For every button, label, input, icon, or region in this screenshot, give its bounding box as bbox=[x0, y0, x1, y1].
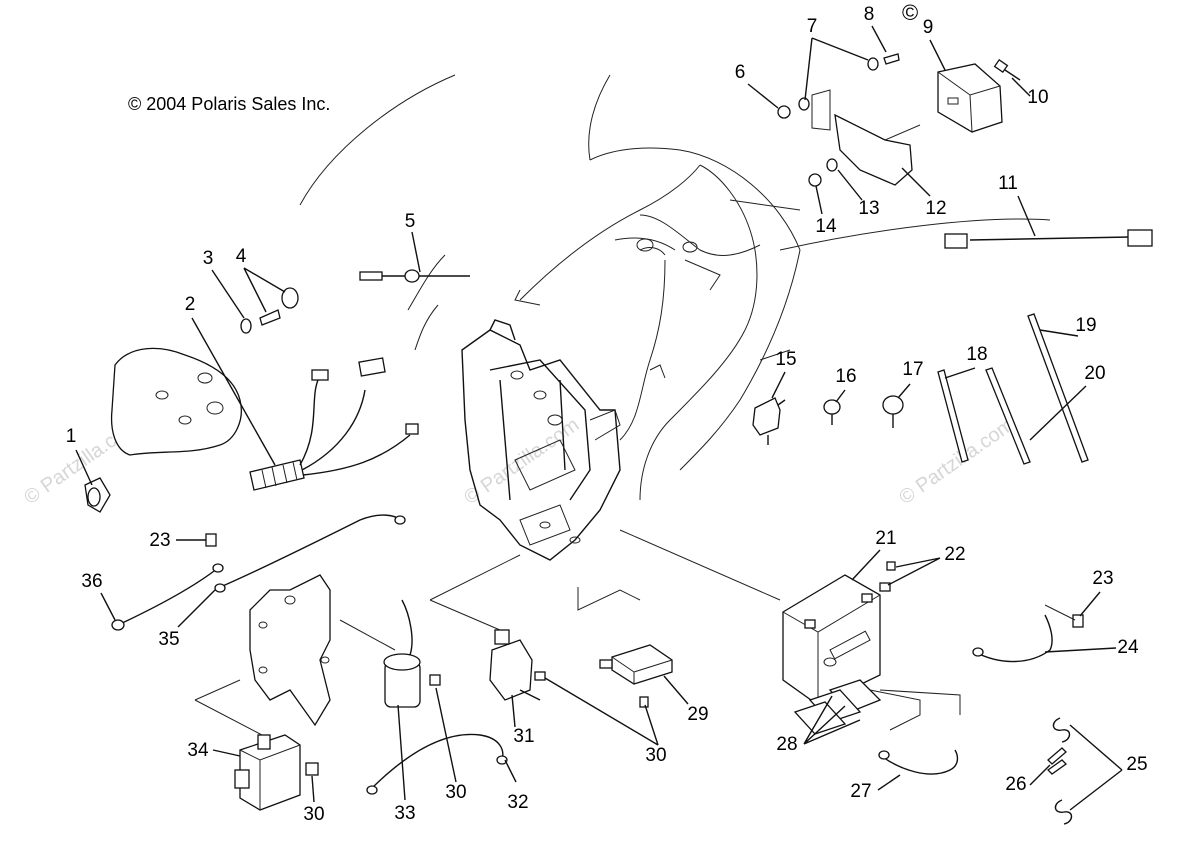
part-16-clamp bbox=[823, 399, 841, 425]
part-2-wire-harness bbox=[249, 357, 419, 491]
part-13-washer bbox=[826, 158, 838, 172]
callout-17: 17 bbox=[902, 359, 923, 380]
callout-16: 16 bbox=[835, 366, 856, 387]
part-31-regulator bbox=[489, 629, 541, 701]
callout-24: 24 bbox=[1117, 637, 1139, 658]
callout-7: 7 bbox=[807, 16, 818, 37]
part-14-nut bbox=[808, 173, 822, 187]
callout-31: 31 bbox=[513, 726, 534, 747]
copyright-text: © 2004 Polaris Sales Inc. bbox=[128, 94, 330, 114]
callout-27: 27 bbox=[850, 781, 871, 802]
part-27-cable bbox=[878, 749, 959, 775]
part-24-cable bbox=[972, 614, 1053, 663]
part-18-tie bbox=[937, 369, 969, 463]
callout-10: 10 bbox=[1027, 87, 1048, 108]
leader-lines bbox=[75, 25, 1123, 811]
part-23-screw-a bbox=[205, 533, 217, 547]
callout-1: 1 bbox=[66, 426, 77, 447]
callout-labels: 1 2 3 4 5 6 7 8 9 10 11 12 13 14 15 16 1… bbox=[66, 4, 1148, 825]
part-34-cdi-box bbox=[234, 734, 301, 811]
part-9-taillight bbox=[937, 63, 1003, 133]
callout-5: 5 bbox=[405, 211, 416, 232]
part-22-bolts bbox=[879, 561, 896, 592]
part-1-bulb-socket bbox=[84, 477, 111, 513]
callout-22: 22 bbox=[944, 544, 965, 565]
part-29-module bbox=[599, 644, 673, 685]
callout-2: 2 bbox=[185, 294, 196, 315]
headlight-housing bbox=[110, 347, 242, 456]
copyright-mark: © bbox=[902, 0, 918, 25]
part-25-clips bbox=[1052, 717, 1073, 825]
callout-28: 28 bbox=[776, 734, 797, 755]
assembly-lines bbox=[194, 529, 1076, 736]
callout-8: 8 bbox=[864, 4, 875, 25]
callout-30b: 30 bbox=[445, 782, 466, 803]
callout-11: 11 bbox=[998, 173, 1018, 194]
callout-9: 9 bbox=[923, 17, 934, 38]
callout-20: 20 bbox=[1084, 363, 1105, 384]
part-30-bolt-a bbox=[534, 671, 546, 681]
part-7-washers bbox=[798, 57, 879, 111]
callout-6: 6 bbox=[735, 62, 746, 83]
part-3-ring bbox=[240, 318, 252, 334]
part-10-screw bbox=[993, 58, 1021, 81]
electrical-bracket bbox=[249, 574, 331, 727]
part-6-nut bbox=[777, 105, 791, 119]
callout-23a: 23 bbox=[149, 530, 170, 551]
callout-32: 32 bbox=[507, 792, 528, 813]
callout-15: 15 bbox=[775, 349, 796, 370]
callout-26: 26 bbox=[1005, 774, 1026, 795]
part-28-pads bbox=[793, 679, 882, 735]
callout-4: 4 bbox=[236, 246, 247, 267]
part-21-battery bbox=[782, 574, 881, 706]
callout-14: 14 bbox=[815, 216, 837, 237]
part-35-wire bbox=[214, 514, 406, 593]
part-8-bolt bbox=[883, 53, 900, 65]
part-32-ground-cable bbox=[366, 733, 508, 795]
callout-30a: 30 bbox=[645, 745, 666, 766]
callout-23b: 23 bbox=[1092, 568, 1113, 589]
callout-35: 35 bbox=[158, 629, 179, 650]
part-12-bracket bbox=[811, 89, 921, 186]
callout-3: 3 bbox=[203, 248, 214, 269]
part-17-clamp bbox=[882, 395, 904, 428]
part-30-bolt-d bbox=[305, 762, 319, 776]
callout-13: 13 bbox=[858, 198, 879, 219]
part-30-bolt-c bbox=[429, 674, 441, 686]
part-30-bolt-b bbox=[639, 696, 649, 708]
callout-34: 34 bbox=[187, 740, 209, 761]
part-15-bracket bbox=[752, 397, 786, 445]
part-26-link bbox=[1046, 747, 1068, 775]
part-20-tie bbox=[985, 367, 1031, 465]
part-33-ignition-coil bbox=[383, 599, 421, 708]
vehicle-frame-outline bbox=[299, 74, 1051, 561]
callout-18: 18 bbox=[966, 344, 987, 365]
part-19-tie bbox=[1027, 313, 1089, 463]
part-36-wire bbox=[111, 563, 224, 631]
callout-29: 29 bbox=[687, 704, 708, 725]
callout-21: 21 bbox=[875, 528, 896, 549]
part-5-cable bbox=[359, 269, 470, 283]
callout-33: 33 bbox=[394, 803, 415, 824]
callout-30c: 30 bbox=[303, 804, 324, 825]
callout-12: 12 bbox=[925, 198, 946, 219]
callout-25: 25 bbox=[1126, 754, 1147, 775]
part-4-key-switch bbox=[259, 287, 299, 326]
part-11-harness bbox=[944, 229, 1153, 249]
callout-19: 19 bbox=[1075, 315, 1096, 336]
part-23-screw-b bbox=[1072, 614, 1084, 628]
callout-36: 36 bbox=[81, 571, 102, 592]
